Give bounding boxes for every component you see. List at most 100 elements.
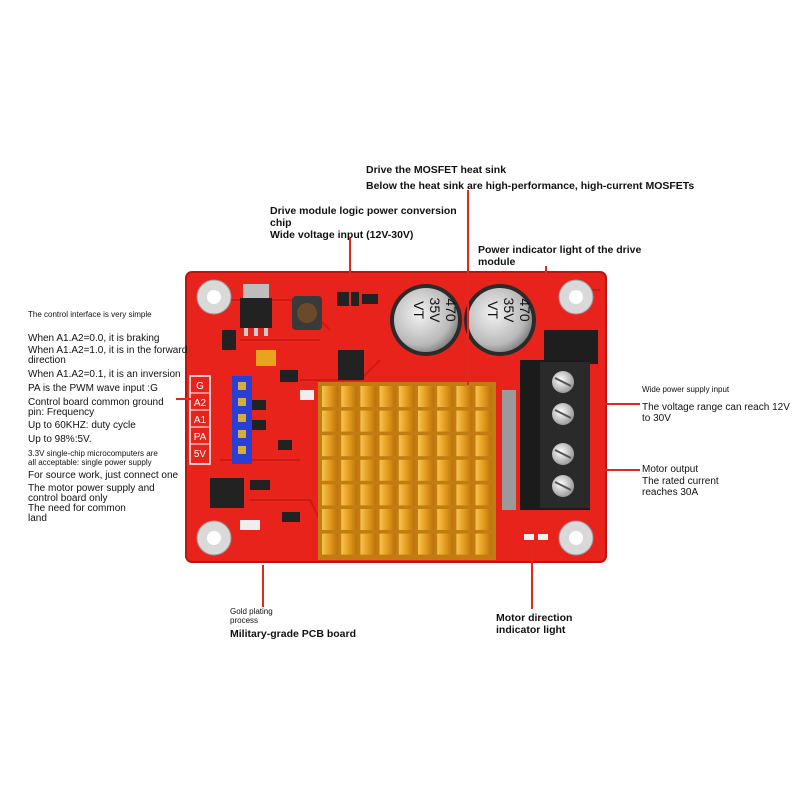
driver-ic <box>210 478 244 508</box>
callout-line-heat-sink <box>467 190 469 385</box>
heat-sink-fin <box>475 533 492 555</box>
heat-sink-fin <box>475 435 492 457</box>
heat-sink-fin <box>437 435 454 457</box>
terminal-screw-2 <box>552 403 574 425</box>
heat-sink-fin <box>437 509 454 530</box>
label-voltage-range-1: The voltage range can reach 12V <box>642 402 790 413</box>
label-braking: When A1.A2=0.0, it is braking <box>28 333 160 344</box>
heat-sink-fin <box>341 386 358 407</box>
heat-sink-fin <box>341 459 358 481</box>
power-led-block <box>544 330 598 364</box>
heat-sink-fin <box>322 459 338 481</box>
label-source-5: land <box>28 513 47 524</box>
label-forward-2: direction <box>28 355 66 366</box>
svg-text:35V: 35V <box>427 298 443 324</box>
heat-sink-fin <box>456 484 473 506</box>
heat-sink-fin <box>379 386 396 407</box>
label-logic-chip-2: chip <box>270 217 292 229</box>
heat-sink-fin <box>418 386 434 407</box>
heat-sink-fin <box>360 386 377 407</box>
pin-label-a1: A1 <box>194 415 207 426</box>
terminal-screw-1 <box>552 371 574 393</box>
heat-sink-fin <box>418 410 434 432</box>
heat-sink-fin <box>456 435 473 457</box>
pin-label-box <box>189 375 211 465</box>
label-ground-1: Control board common ground <box>28 397 164 408</box>
mounting-hole-top-left <box>196 279 232 315</box>
heat-sink-fin <box>360 435 377 457</box>
heat-sink-fin <box>418 533 434 555</box>
heat-sink-fin <box>475 459 492 481</box>
heat-sink-fin <box>475 509 492 530</box>
heat-sink-fin <box>341 410 358 432</box>
label-voltage-range-2: to 30V <box>642 413 671 424</box>
heat-sink-fin <box>398 386 415 407</box>
label-gold-1: Gold plating <box>230 607 273 616</box>
heat-sink-fin <box>398 410 415 432</box>
callout-line-power-led <box>545 266 547 278</box>
label-rated-2: reaches 30A <box>642 487 699 498</box>
callout-line-motor-dir <box>531 545 533 609</box>
pin-label-5v: 5V <box>194 449 207 460</box>
heat-sink-fin <box>379 435 396 457</box>
heat-sink-fin <box>456 386 473 407</box>
label-mcu-1: 3.3V single-chip microcomputers are <box>28 449 158 458</box>
label-pwm: PA is the PWM wave input :G <box>28 383 158 394</box>
label-heat-sink-title: Drive the MOSFET heat sink <box>366 164 507 176</box>
label-power-led-2: module <box>478 256 516 268</box>
mounting-hole-bottom-right <box>558 520 594 556</box>
callout-line-logic-chip <box>349 238 351 318</box>
heat-sink-fin <box>456 509 473 530</box>
label-mcu-2: all acceptable: single power supply <box>28 458 152 467</box>
label-motor-dir-2: indicator light <box>496 624 566 636</box>
heat-sink-fin <box>322 386 338 407</box>
label-logic-chip-1: Drive module logic power conversion <box>270 205 457 217</box>
heat-sink-fin <box>475 484 492 506</box>
regulator-chip <box>240 284 272 336</box>
label-inversion: When A1.A2=0.1, it is an inversion <box>28 369 181 380</box>
heat-sink-fin <box>341 509 358 530</box>
label-motor-output: Motor output <box>642 464 699 475</box>
svg-text:VT: VT <box>485 301 501 319</box>
heat-sink-fin <box>379 410 396 432</box>
heat-sink-fin <box>398 484 415 506</box>
label-forward-1: When A1.A2=1.0, it is in the forward <box>28 345 188 356</box>
heat-sink-fin <box>379 459 396 481</box>
heat-sink-fin <box>360 533 377 555</box>
heat-sink-fin <box>437 386 454 407</box>
heat-sink-fin <box>456 533 473 555</box>
direction-led-2 <box>538 534 548 540</box>
heat-sink-fin <box>437 459 454 481</box>
heat-sink-fin <box>398 435 415 457</box>
heat-sink-fin <box>360 410 377 432</box>
heat-sink-fin <box>360 509 377 530</box>
label-source-3: control board only <box>28 493 108 504</box>
heat-sink-fin <box>437 484 454 506</box>
heat-sink-fin <box>360 459 377 481</box>
label-logic-chip-3: Wide voltage input (12V-30V) <box>270 229 414 241</box>
label-motor-dir-1: Motor direction <box>496 612 573 624</box>
label-heat-sink-desc: Below the heat sink are high-performance… <box>366 180 695 192</box>
label-wide-power: Wide power supply input <box>642 385 730 394</box>
label-ground-2: pin: Frequency <box>28 407 95 418</box>
heat-sink-fin <box>398 533 415 555</box>
pin-label-g: G <box>196 381 204 392</box>
heat-sink-fin <box>322 410 338 432</box>
label-source-2: The motor power supply and <box>28 483 155 494</box>
heat-sink-fin <box>437 410 454 432</box>
heat-sink-fin <box>475 386 492 407</box>
label-rated-1: The rated current <box>642 476 719 487</box>
heat-sink-fin <box>456 410 473 432</box>
label-freq: Up to 60KHZ: duty cycle <box>28 420 136 431</box>
label-duty: Up to 98%:5V. <box>28 434 92 445</box>
terminal-screw-3 <box>552 443 574 465</box>
label-source-1: For source work, just connect one <box>28 470 179 481</box>
heat-sink-fin <box>341 533 358 555</box>
mosfet-heat-sink <box>318 382 496 560</box>
heat-sink-fin <box>341 484 358 506</box>
callout-line-motor-output <box>596 469 640 471</box>
heat-sink-fin <box>322 435 338 457</box>
heat-sink-fin <box>379 533 396 555</box>
heat-sink-fin <box>475 410 492 432</box>
